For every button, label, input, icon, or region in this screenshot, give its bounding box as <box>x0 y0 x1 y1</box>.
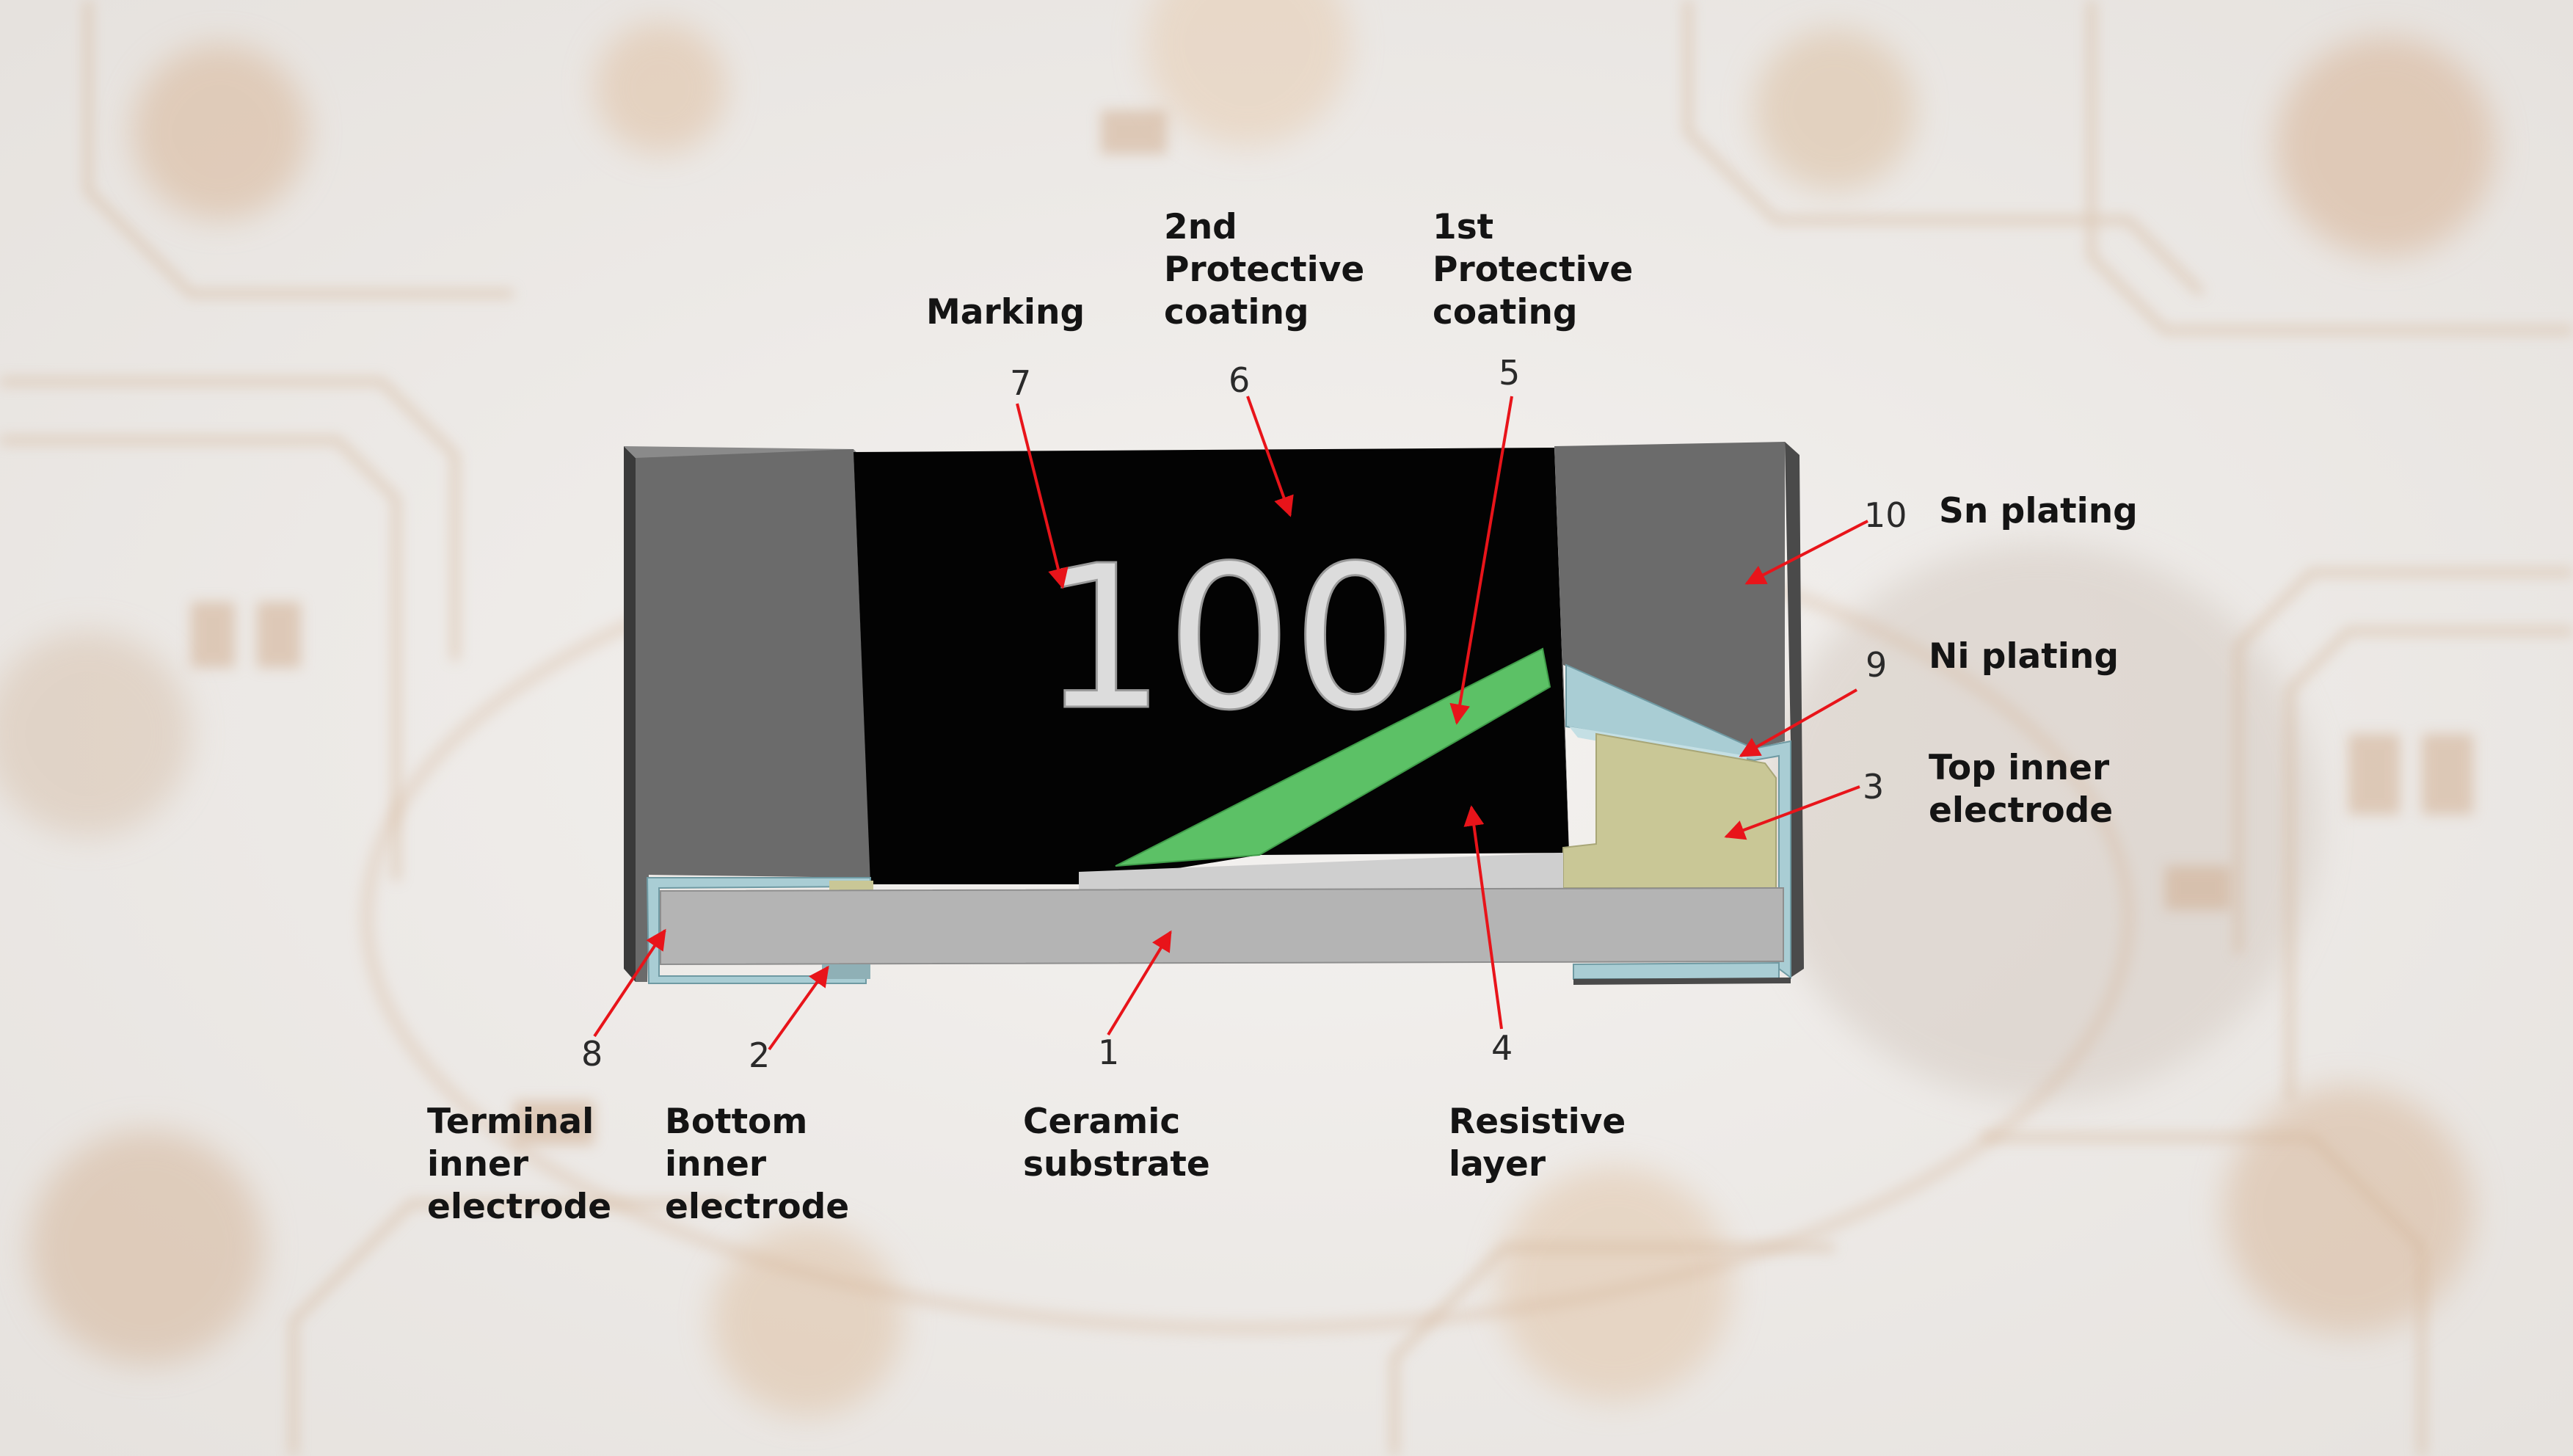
label-terminal-inner-electrode: Terminal inner electrode <box>427 1102 612 1227</box>
callout-number-8: 8 <box>581 1034 603 1074</box>
callout-number-2: 2 <box>749 1035 771 1075</box>
callout-number-7: 7 <box>1010 363 1032 403</box>
arrow-6 <box>1246 396 1294 517</box>
marking-text: 100 <box>1040 523 1418 754</box>
callout-number-9: 9 <box>1866 645 1888 685</box>
arrow-5 <box>1449 396 1513 725</box>
ceramic-substrate <box>660 887 1784 966</box>
arrow-8 <box>593 928 666 1038</box>
arrow-10 <box>1744 520 1868 585</box>
callout-number-10: 10 <box>1864 495 1907 535</box>
callout-number-6: 6 <box>1229 360 1251 400</box>
bottom-plating-right <box>1573 978 1791 985</box>
substrate-top <box>1079 853 1563 891</box>
callout-number-5: 5 <box>1499 353 1521 393</box>
right-terminal-side <box>1785 442 1804 978</box>
label-resistive-layer: Resistive layer <box>1449 1102 1626 1184</box>
label-bottom-inner-electrode: Bottom inner electrode <box>665 1102 850 1227</box>
label-ceramic-substrate: Ceramic substrate <box>1023 1102 1210 1184</box>
arrow-7 <box>1016 403 1069 589</box>
left-terminal-plating <box>624 446 636 982</box>
right-terminal-face <box>1554 442 1785 853</box>
callout-number-4: 4 <box>1491 1028 1513 1068</box>
label-ni-plating: Ni plating <box>1929 636 2119 677</box>
label-1st-protective-coating: 1st Protective coating <box>1433 207 1634 332</box>
arrow-3 <box>1724 785 1860 840</box>
bottom-electrode-left-top <box>829 881 873 891</box>
callout-number-1: 1 <box>1098 1033 1120 1072</box>
arrow-2 <box>768 965 829 1051</box>
bottom-inner-electrode-right <box>1573 961 1780 980</box>
callout-number-3: 3 <box>1863 767 1885 807</box>
arrow-1 <box>1107 930 1172 1036</box>
label-top-inner-electrode: Top inner electrode <box>1929 748 2114 831</box>
arrow-9 <box>1739 688 1857 757</box>
label-marking: Marking <box>926 292 1085 332</box>
resistive-layer-green <box>1115 647 1551 867</box>
label-2nd-protective-coating: 2nd Protective coating <box>1164 207 1365 332</box>
label-sn-plating: Sn plating <box>1939 491 2138 531</box>
left-terminal-face <box>636 449 870 982</box>
arrow-4 <box>1463 805 1503 1030</box>
bottom-inner-electrode-left <box>822 964 870 979</box>
